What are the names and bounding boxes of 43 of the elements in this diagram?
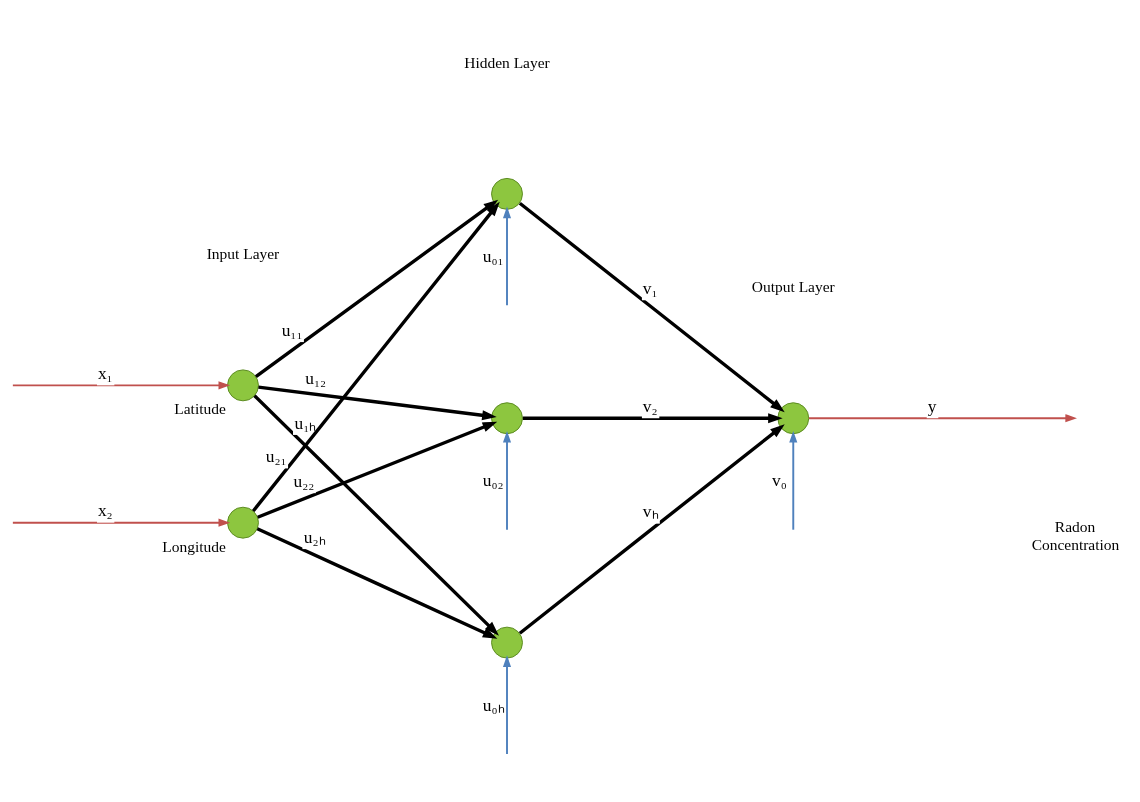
edge-label: x₁	[97, 362, 113, 383]
arrow	[522, 413, 783, 424]
edge-label: y	[927, 395, 937, 416]
node-circle	[491, 402, 523, 435]
edge-label: v₁	[642, 277, 658, 298]
arrow	[11, 381, 231, 390]
edge-label: u₀₁	[482, 245, 504, 266]
arrow	[518, 201, 785, 413]
arrow	[254, 199, 499, 378]
edge-label: u₂ₕ	[303, 526, 326, 547]
node-circle	[777, 402, 810, 435]
arrow	[807, 414, 1077, 423]
edge-label: u₂₂	[293, 470, 315, 491]
node-label: Longitude	[162, 537, 226, 555]
label: Output Layer	[751, 278, 835, 296]
arrow	[251, 201, 500, 513]
edge-label: vₕ	[642, 501, 659, 522]
edge-label: u₁₂	[305, 367, 327, 388]
arrow	[518, 424, 785, 635]
arrow	[502, 206, 512, 307]
label: Hidden Layer	[464, 53, 550, 71]
arrow	[11, 518, 231, 527]
edge-label: u₁ₕ	[294, 412, 317, 433]
arrow	[502, 655, 512, 756]
label: Radon Concentration	[1031, 518, 1120, 553]
arrow	[253, 394, 499, 636]
edge-label: u₂₁	[265, 446, 287, 467]
arrow	[789, 430, 798, 531]
edge-label: v₀	[771, 470, 787, 491]
node-circle	[491, 626, 523, 659]
arrow	[502, 430, 512, 531]
edge-label: x₂	[97, 500, 113, 521]
node-circle	[227, 369, 259, 402]
label: Input Layer	[206, 245, 280, 263]
node-label: Latitude	[174, 400, 226, 418]
edge-label: u₁₁	[281, 319, 303, 340]
node-circle	[227, 506, 259, 539]
edge-label: u₀₂	[482, 470, 504, 491]
arrow	[258, 385, 497, 421]
node-circle	[491, 177, 523, 210]
edge-label: v₂	[642, 395, 658, 416]
edge-label: u₀ₕ	[482, 694, 505, 715]
arrow	[257, 421, 498, 519]
